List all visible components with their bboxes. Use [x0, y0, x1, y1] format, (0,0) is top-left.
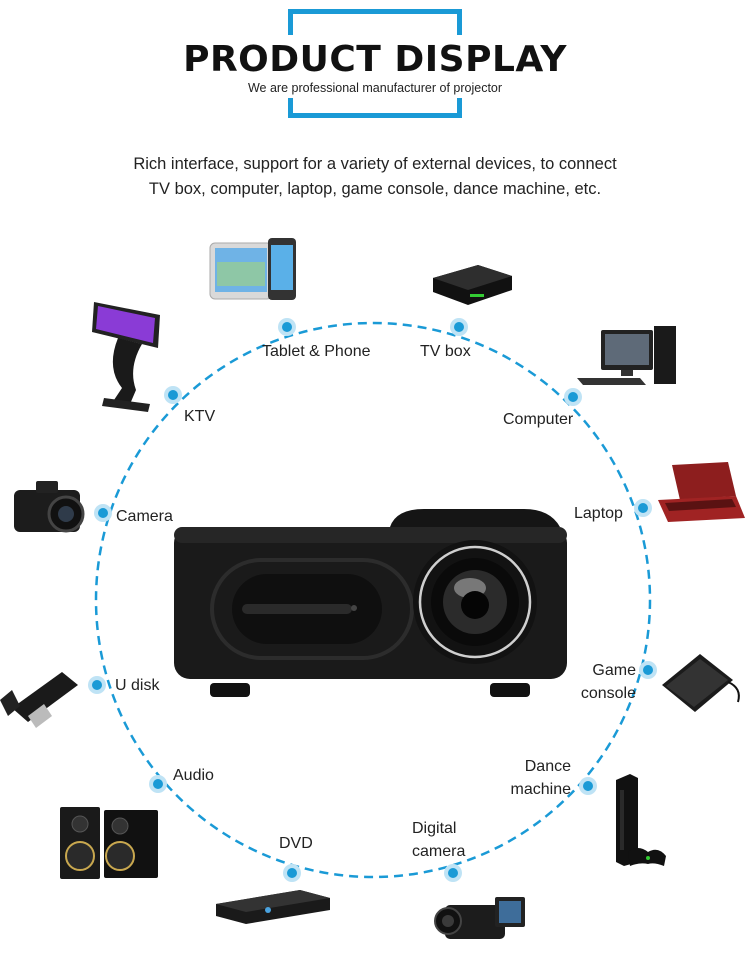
device-label-tablet-phone: Tablet & Phone	[262, 343, 371, 360]
node-computer	[564, 388, 582, 406]
device-label-camera: Camera	[116, 508, 173, 525]
dashed-circle	[94, 321, 652, 879]
device-label-ktv: KTV	[184, 408, 216, 425]
intro-line-1: Rich interface, support for a variety of…	[133, 155, 617, 173]
node-camera	[94, 504, 112, 522]
device-label-dance-machine-line1: Dance	[524, 758, 571, 775]
node-tablet-phone	[278, 318, 296, 336]
node-laptop	[634, 499, 652, 517]
laptop-icon	[658, 462, 745, 522]
device-label-dance-machine: Dance machine	[503, 755, 571, 801]
node-digital-camera	[444, 864, 462, 882]
device-label-computer: Computer	[503, 411, 574, 428]
node-u-disk	[88, 676, 106, 694]
device-label-digital-camera-line1: Digital	[412, 820, 457, 837]
intro-text: Rich interface, support for a variety of…	[0, 152, 750, 202]
node-dance-machine	[579, 777, 597, 795]
device-label-audio: Audio	[173, 767, 214, 784]
device-label-digital-camera: Digital camera	[412, 817, 465, 863]
device-label-dance-machine-line2: machine	[510, 781, 571, 798]
external-drive-icon	[662, 654, 740, 712]
page-title: PRODUCT DISPLAY	[183, 39, 567, 80]
game-console-icon	[616, 774, 666, 866]
device-label-laptop: Laptop	[574, 505, 623, 522]
node-ktv	[164, 386, 182, 404]
speakers-icon	[60, 807, 158, 879]
node-audio	[149, 775, 167, 793]
usb-drive-icon	[0, 672, 78, 728]
intro-line-2: TV box, computer, laptop, game console, …	[148, 180, 602, 198]
page-subtitle: We are professional manufacturer of proj…	[247, 81, 503, 95]
projector-image	[174, 509, 567, 697]
device-label-game-console-line2: console	[580, 685, 636, 702]
device-label-u-disk: U disk	[115, 677, 160, 694]
ktv-kiosk-icon	[92, 302, 160, 412]
dslr-camera-icon	[14, 481, 85, 533]
camcorder-icon	[434, 897, 525, 939]
node-game-console	[639, 661, 657, 679]
device-label-dvd: DVD	[279, 835, 313, 852]
desktop-computer-icon	[577, 326, 676, 385]
node-tv-box	[450, 318, 468, 336]
device-label-game-console-line1: Game	[592, 662, 636, 679]
tablet-phone-icon	[209, 238, 296, 300]
device-label-game-console: Game console	[581, 659, 636, 705]
device-label-tv-box: TV box	[420, 343, 471, 360]
header-bracket-bottom	[288, 98, 462, 118]
dvd-player-icon	[216, 890, 330, 924]
node-dvd	[283, 864, 301, 882]
tv-box-icon	[433, 265, 512, 305]
device-label-digital-camera-line2: camera	[412, 843, 466, 860]
header-bracket-top	[288, 9, 462, 35]
